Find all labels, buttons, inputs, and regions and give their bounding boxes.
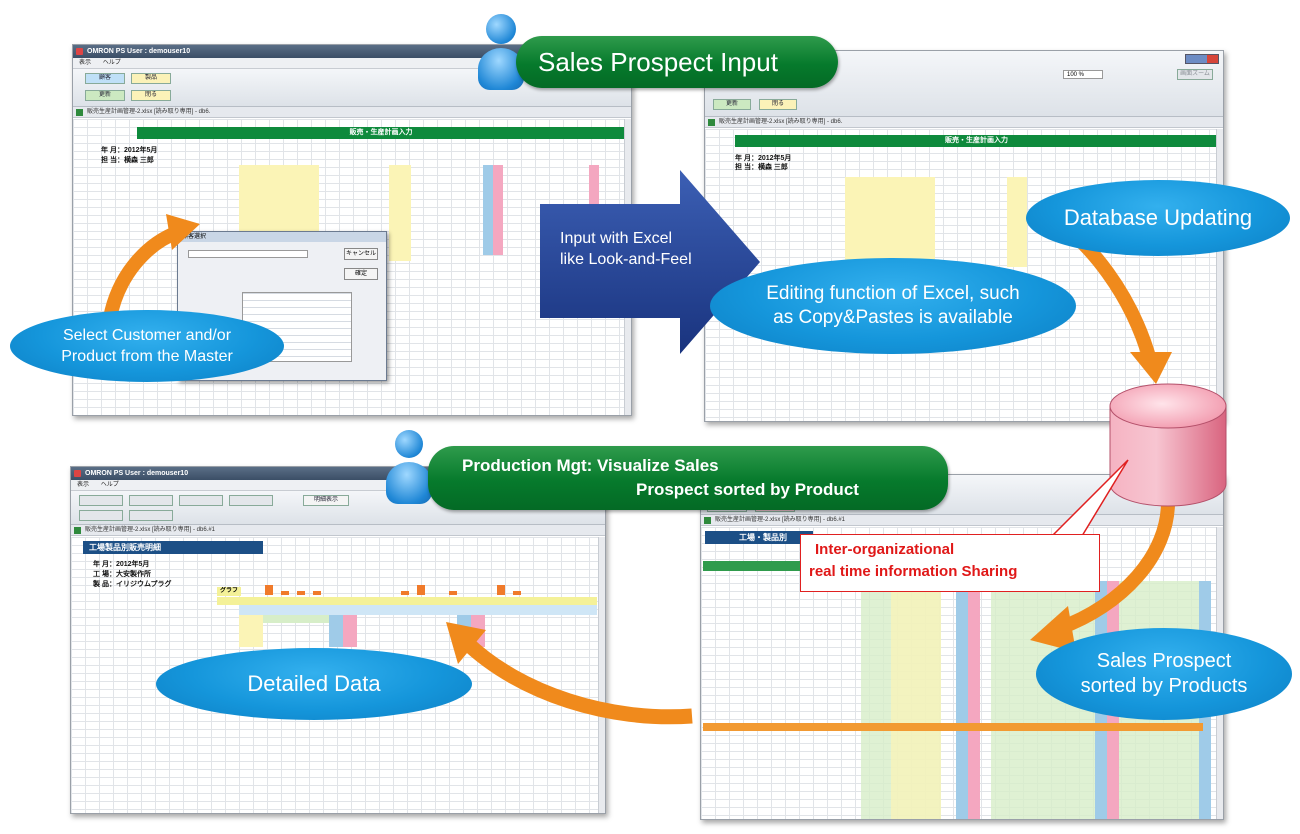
document-bar: 販売生産計画管理-2.xlsx [読み取り専用] - db6. bbox=[73, 107, 631, 118]
window-detailed-data: OMRON PS User : demouser10 表示 ヘルプ 明細表示 販… bbox=[70, 466, 606, 814]
yellow-data-column bbox=[239, 615, 263, 647]
toolbar-button-3[interactable] bbox=[179, 495, 223, 506]
sheet-header: 販売・生産計画入力 bbox=[735, 135, 1218, 147]
zoom-button[interactable]: 画面ズーム bbox=[1177, 69, 1213, 80]
product-button[interactable]: 製品 bbox=[131, 73, 171, 84]
bar-mark-2 bbox=[281, 591, 289, 595]
bar-mark-1 bbox=[265, 585, 273, 595]
sheet-header: 工場製品別販売明細 bbox=[83, 541, 263, 554]
toolbar-button-5[interactable] bbox=[79, 510, 123, 521]
update-button[interactable]: 更新 bbox=[713, 99, 751, 110]
arrow-label-line1: Input with Excel bbox=[560, 230, 673, 247]
customer-button[interactable]: 顧客 bbox=[85, 73, 125, 84]
green-cells bbox=[263, 615, 329, 623]
person-icon bbox=[386, 430, 432, 504]
blue-column bbox=[483, 165, 493, 255]
bar-mark-3 bbox=[297, 591, 305, 595]
year-month-label: 年 月：2012年5月 bbox=[101, 147, 158, 154]
close-button[interactable]: 閉る bbox=[759, 99, 797, 110]
banner-text-line1: Production Mgt: Visualize Sales bbox=[462, 456, 719, 475]
show-detail-button[interactable]: 明細表示 bbox=[303, 495, 349, 506]
menu-view[interactable]: 表示 bbox=[79, 60, 92, 66]
arrow-label: Input with Excel like Look-and-Feel bbox=[560, 228, 692, 270]
window-controls bbox=[1185, 54, 1219, 64]
update-button[interactable]: 更新 bbox=[85, 90, 125, 101]
callout-info-sharing: Inter-organizational real time informati… bbox=[800, 534, 1100, 592]
bubble-text: Database Updating bbox=[1063, 205, 1253, 230]
menu-bar: 表示 ヘルプ bbox=[71, 480, 605, 491]
bubble-text-line1: Sales Prospect bbox=[1096, 650, 1232, 672]
toolbar-button-4[interactable] bbox=[229, 495, 273, 506]
bar-mark-4 bbox=[313, 591, 321, 595]
bar-mark-9 bbox=[513, 591, 521, 595]
menu-bar: 表示 ヘルプ bbox=[73, 58, 631, 69]
bubble-text: Detailed Data bbox=[247, 671, 381, 696]
yellow-day-column bbox=[1007, 177, 1027, 267]
banner-text: Sales Prospect Input bbox=[538, 47, 778, 77]
sheet-header: 販売・生産計画入力 bbox=[137, 127, 625, 139]
bar-mark-6 bbox=[417, 585, 425, 595]
pink-column bbox=[343, 615, 357, 647]
year-month-label: 年 月：2012年5月 bbox=[93, 561, 150, 568]
yellow-row bbox=[217, 597, 597, 605]
year-month-label: 年 月：2012年5月 bbox=[735, 155, 792, 162]
document-bar: 販売生産計画管理-2.xlsx [読み取り専用] - db6.#1 bbox=[71, 525, 605, 536]
sheet-header: 工場・製品別 bbox=[705, 531, 813, 544]
blue-column-2 bbox=[457, 615, 471, 647]
bubble-text-line1: Editing function of Excel, such bbox=[766, 283, 1020, 304]
bar-mark-8 bbox=[497, 585, 505, 595]
bubble-text-line1: Select Customer and/or bbox=[62, 327, 232, 344]
dialog-dropdown[interactable] bbox=[188, 250, 308, 258]
highlight-row bbox=[703, 723, 1203, 731]
graph-label: グラフ bbox=[217, 587, 241, 596]
document-bar: 販売生産計画管理-2.xlsx [読み取り専用] - db6. bbox=[705, 117, 1223, 128]
arrow-label-line2: like Look-and-Feel bbox=[560, 251, 692, 268]
vertical-scrollbar[interactable] bbox=[598, 537, 605, 813]
product-label: 製 品：イリジウムプラグ bbox=[93, 581, 172, 588]
yellow-day-column bbox=[389, 165, 411, 261]
banner-sales-prospect-input: Sales Prospect Input bbox=[516, 36, 838, 88]
bubble-database-updating: Database Updating bbox=[1026, 180, 1290, 256]
blue-column bbox=[329, 615, 343, 647]
menu-help[interactable]: ヘルプ bbox=[102, 60, 121, 66]
person-label: 担 当：横森 三郎 bbox=[735, 164, 788, 171]
bar-mark-5 bbox=[401, 591, 409, 595]
banner-text-line2: Prospect sorted by Product bbox=[636, 480, 859, 499]
bubble-select-customer: Select Customer and/or Product from the … bbox=[10, 310, 284, 382]
blue-header-row bbox=[239, 605, 597, 615]
green-header-row bbox=[703, 561, 883, 571]
person-label: 担 当：横森 三郎 bbox=[101, 157, 154, 164]
bubble-editing-function: Editing function of Excel, such as Copy&… bbox=[710, 258, 1076, 354]
callout-text-line2: real time information Sharing bbox=[809, 563, 1018, 580]
pink-column-2 bbox=[471, 615, 485, 647]
zoom-selector[interactable]: 100 % bbox=[1063, 70, 1103, 79]
dialog-cancel-button[interactable]: キャンセル bbox=[344, 248, 378, 260]
bubble-sorted-by-products: Sales Prospect sorted by Products bbox=[1036, 628, 1292, 720]
callout-text-line1: Inter-organizational bbox=[815, 541, 955, 558]
vertical-scrollbar[interactable] bbox=[1216, 129, 1223, 421]
customer-select-dialog: 顧客選択 キャンセル 確定 bbox=[177, 231, 387, 381]
pink-column bbox=[493, 165, 503, 255]
menu-help[interactable]: ヘルプ bbox=[100, 482, 119, 488]
blue-column bbox=[956, 581, 968, 819]
yellow-column bbox=[845, 177, 935, 267]
close-button[interactable]: 閉る bbox=[131, 90, 171, 101]
bubble-text-line2: as Copy&Pastes is available bbox=[773, 307, 1013, 328]
banner-production-mgt: Production Mgt: Visualize Sales Prospect… bbox=[428, 446, 948, 510]
pink-column bbox=[968, 581, 980, 819]
factory-label: 工 場：大安製作所 bbox=[93, 571, 151, 578]
yellow-data-block bbox=[891, 581, 941, 819]
toolbar-button-2[interactable] bbox=[129, 495, 173, 506]
toolbar-button-1[interactable] bbox=[79, 495, 123, 506]
menu-view[interactable]: 表示 bbox=[77, 482, 90, 488]
bubble-detailed-data: Detailed Data bbox=[156, 648, 472, 720]
bar-mark-7 bbox=[449, 591, 457, 595]
dialog-titlebar: 顧客選択 bbox=[178, 232, 386, 242]
document-bar: 販売生産計画管理-2.xlsx [読み取り専用] - db6.#1 bbox=[701, 515, 1223, 526]
toolbar-button-6[interactable] bbox=[129, 510, 173, 521]
dialog-confirm-button[interactable]: 確定 bbox=[344, 268, 378, 280]
bubble-text-line2: sorted by Products bbox=[1080, 675, 1248, 697]
bubble-text-line2: Product from the Master bbox=[61, 348, 233, 365]
